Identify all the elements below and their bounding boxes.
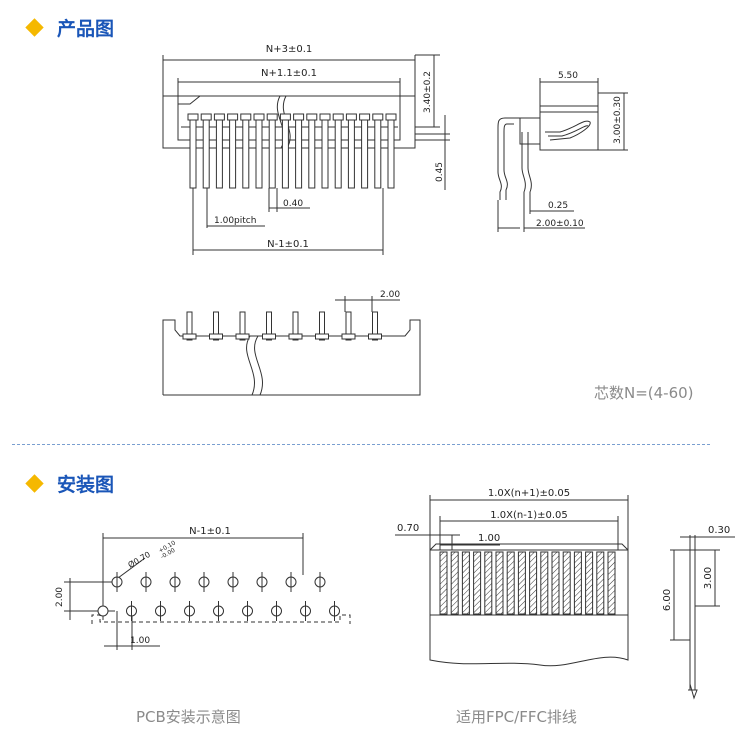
dim-inner: N+1.1±0.1	[261, 68, 317, 79]
top-dim-200: 2.00	[380, 290, 400, 300]
pin-head	[227, 113, 239, 121]
side-dim-200: 2.00±0.10	[536, 219, 584, 229]
fpc-dim-100: 1.00	[478, 533, 500, 544]
fpc-contact-strip	[517, 551, 526, 615]
fpc-caption: 适用FPC/FFC排线	[456, 708, 577, 726]
pcb-caption: PCB安装示意图	[136, 708, 241, 726]
fpc-contact-strip	[529, 551, 538, 615]
pin-head	[253, 113, 265, 121]
fpc-contact-strip	[585, 551, 594, 615]
fpc-contact-strip	[450, 551, 459, 615]
contact-foot	[368, 333, 382, 340]
pin-head	[266, 113, 278, 121]
fpc-contact-strip	[461, 551, 470, 615]
fpc-contact-strip	[551, 551, 560, 615]
install-section-header: 安装图	[24, 470, 114, 497]
contact-foot	[182, 333, 197, 340]
section-divider	[12, 444, 710, 445]
pin-head	[213, 113, 225, 121]
pin-head	[293, 113, 305, 121]
fpc-contact-strip	[540, 551, 549, 615]
install-section-title: 安装图	[57, 474, 115, 496]
fpc-dim-300: 3.00	[703, 567, 714, 589]
product-section-header: 产品图	[24, 14, 114, 41]
fpc-contact-strip	[473, 551, 482, 615]
dim-pins: N-1±0.1	[267, 239, 309, 250]
dim-total: N+3±0.1	[266, 44, 313, 55]
contact-foot	[262, 333, 276, 340]
pin-head	[279, 113, 291, 121]
fpc-contact-strip	[596, 551, 605, 615]
fpc-contact-strip	[484, 551, 493, 615]
contact-foot	[235, 333, 250, 340]
pcb-hole	[97, 605, 109, 617]
fpc-dim-600: 6.00	[662, 589, 673, 611]
fpc-dim-030: 0.30	[708, 525, 730, 536]
pcb-dim-pitch: 1.00	[130, 636, 150, 646]
side-dim-025: 0.25	[548, 201, 568, 211]
fpc-contact-strip	[607, 551, 616, 615]
fpc-dim-inner: 1.0X(n-1)±0.05	[490, 510, 568, 521]
dim-pitch: 1.00pitch	[214, 216, 256, 226]
pin-head	[359, 113, 371, 121]
pin-head	[332, 113, 344, 121]
contact-pin	[186, 311, 193, 341]
fpc-dim-total: 1.0X(n+1)±0.05	[488, 488, 570, 499]
pin-head	[372, 113, 384, 121]
product-section-title: 产品图	[57, 18, 115, 40]
side-dim-width: 5.50	[558, 71, 578, 81]
contact-pin	[292, 311, 299, 341]
pcb-dim-span: N-1±0.1	[189, 526, 231, 537]
contact-foot	[209, 333, 223, 340]
pin-head	[345, 113, 357, 121]
pin-head	[240, 113, 252, 121]
pcb-dim-row: 2.00	[55, 587, 65, 607]
contact-pin	[213, 311, 219, 341]
dim-045: 0.45	[435, 162, 445, 182]
fpc-contact-strip	[495, 551, 504, 615]
contact-pin	[372, 311, 378, 341]
pin-head	[306, 113, 318, 121]
pin-head	[200, 113, 212, 121]
contact-foot	[315, 333, 329, 340]
pin-head	[187, 113, 199, 121]
fpc-contact-strip	[506, 551, 515, 615]
contact-pin	[345, 311, 352, 341]
contact-foot	[288, 333, 303, 340]
fpc-dim-070: 0.70	[397, 523, 419, 534]
contact-pin	[239, 311, 246, 341]
contact-foot	[341, 333, 356, 340]
pin-count-note: 芯数N=(4-60)	[594, 384, 694, 402]
fpc-contact-strip	[562, 551, 571, 615]
pin-head	[385, 113, 397, 121]
pin-head	[319, 113, 331, 121]
dim-height: 3.40±0.2	[423, 71, 433, 113]
fpc-contact-strip	[573, 551, 582, 615]
dim-040: 0.40	[283, 199, 303, 209]
side-dim-height: 3.00±0.30	[613, 96, 623, 144]
contact-pin	[266, 311, 272, 341]
contact-pin	[319, 311, 325, 341]
fpc-contact-strip	[439, 551, 448, 615]
